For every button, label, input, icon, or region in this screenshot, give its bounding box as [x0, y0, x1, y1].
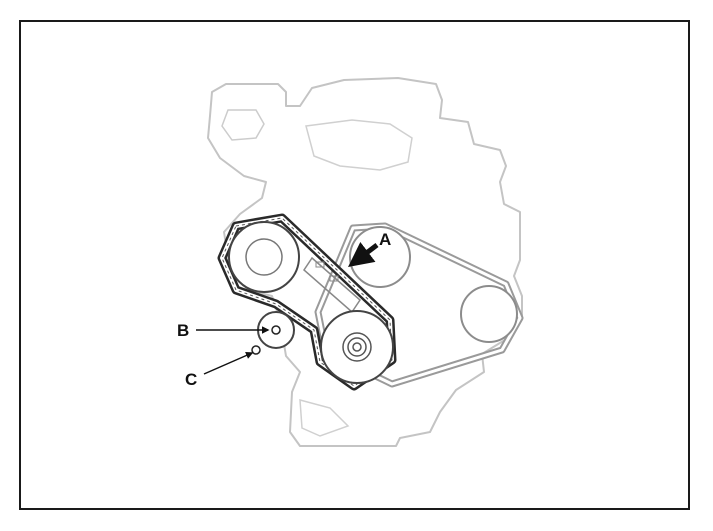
engine-detail-lower: [299, 399, 350, 437]
right-pulley: [460, 285, 518, 343]
tensioner-slot-1: [315, 261, 325, 268]
alternator-pulley-hub: [245, 238, 283, 276]
callout-line-c: [203, 351, 254, 375]
crankshaft-hub-3: [352, 342, 362, 352]
callout-label-a: A: [379, 230, 391, 249]
alternator-pulley: [228, 221, 300, 293]
main-belt-ribs: [221, 217, 393, 387]
idler-bolt-b: [271, 325, 281, 335]
crankshaft-pulley: [320, 310, 394, 384]
callout-label-b: B: [177, 321, 189, 340]
callout-arrow-a: [348, 241, 379, 268]
tensioner-slot-2: [329, 275, 339, 282]
callout-label-c: C: [185, 370, 197, 389]
engine-detail-left: [221, 109, 265, 141]
engine-detail-upper: [305, 119, 413, 171]
crankshaft-hub-2: [347, 337, 367, 357]
crankshaft-hub-1: [342, 332, 372, 362]
adjusting-bolt-c: [251, 345, 261, 355]
secondary-belt-inner: [316, 224, 522, 386]
